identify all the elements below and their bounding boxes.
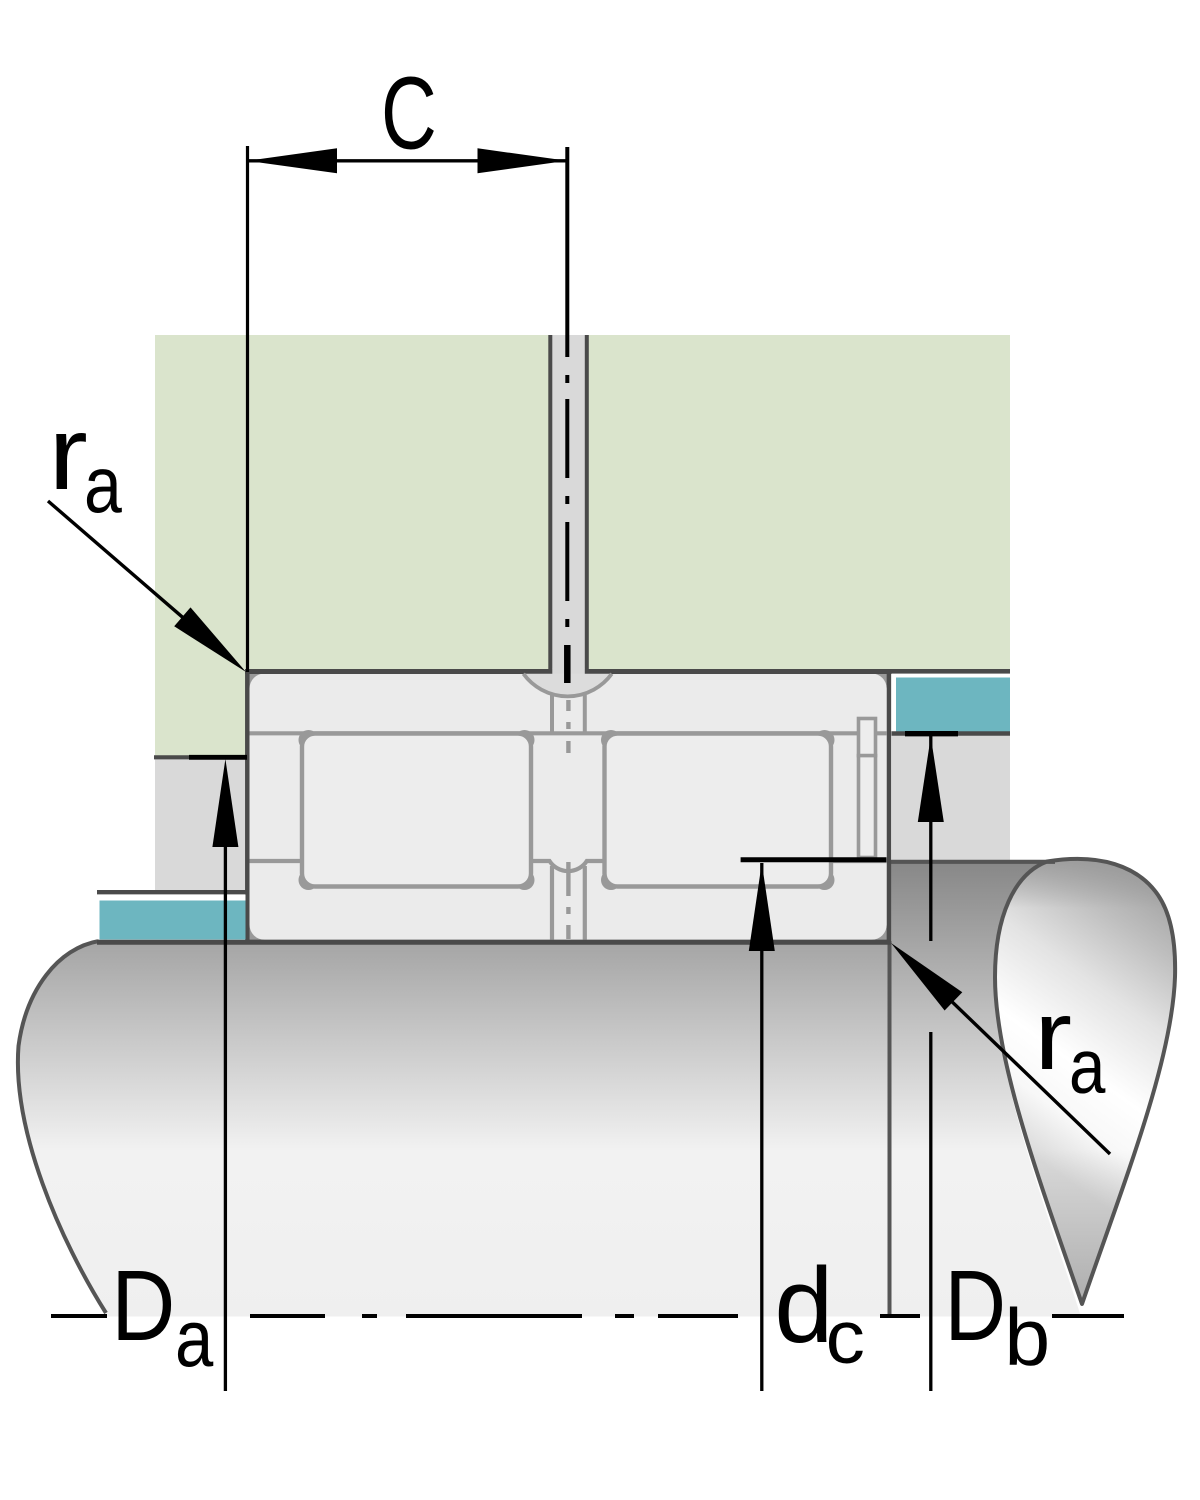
svg-text:a: a bbox=[84, 440, 122, 529]
svg-text:r: r bbox=[1034, 981, 1072, 1090]
svg-text:d: d bbox=[774, 1246, 833, 1366]
svg-text:D: D bbox=[111, 1250, 175, 1362]
svg-text:a: a bbox=[1069, 1024, 1106, 1110]
svg-text:C: C bbox=[381, 57, 437, 171]
svg-text:r: r bbox=[48, 395, 87, 512]
svg-text:c: c bbox=[826, 1296, 865, 1380]
svg-text:a: a bbox=[175, 1293, 213, 1384]
svg-text:b: b bbox=[1004, 1293, 1050, 1383]
svg-text:D: D bbox=[945, 1250, 1007, 1362]
